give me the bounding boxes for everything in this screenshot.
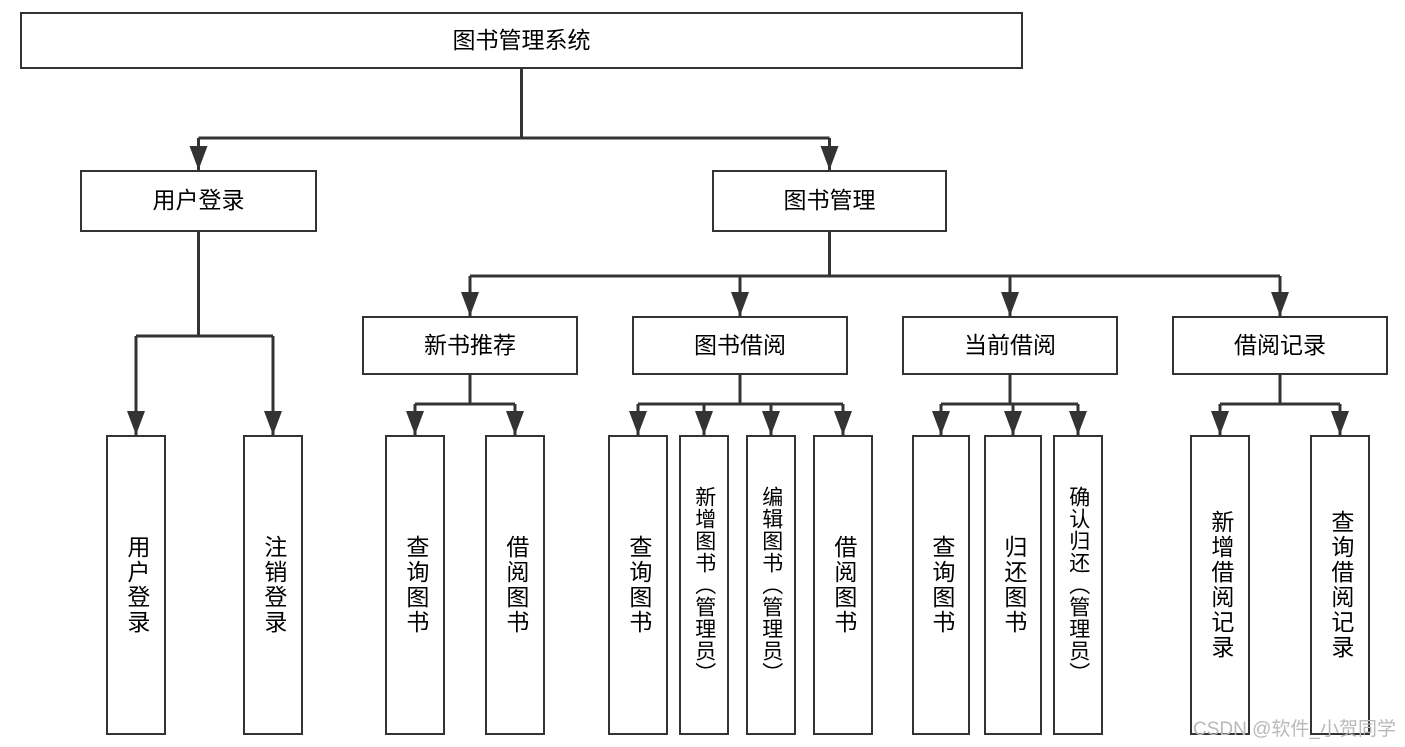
connector-arrowhead <box>1271 292 1289 316</box>
connector-arrowhead <box>820 146 839 170</box>
node-label: 新书推荐 <box>424 331 516 358</box>
node-leaf-logout[interactable]: 注销登录 <box>243 435 303 735</box>
node-label: 当前借阅 <box>964 331 1056 358</box>
connector-arrowhead <box>1004 411 1022 435</box>
connector-arrowhead <box>506 411 524 435</box>
node-leaf-user-login[interactable]: 用户登录 <box>106 435 166 735</box>
node-new-book-rec[interactable]: 新书推荐 <box>362 316 578 375</box>
node-label: 用户登录 <box>152 187 245 214</box>
connector-arrowhead <box>695 411 713 435</box>
node-label: 图书借阅 <box>694 331 786 358</box>
node-label: 借阅图书 <box>502 535 529 635</box>
node-label: 查询图书 <box>402 535 429 635</box>
node-label: 查询借阅记录 <box>1327 510 1354 660</box>
connector-arrowhead <box>932 411 950 435</box>
node-leaf-edit-book[interactable]: 编辑图书（管理员） <box>746 435 796 735</box>
node-leaf-add-record[interactable]: 新增借阅记录 <box>1190 435 1250 735</box>
connector-arrowhead <box>1069 411 1087 435</box>
node-leaf-borrow-book-2[interactable]: 借阅图书 <box>813 435 873 735</box>
node-leaf-add-book[interactable]: 新增图书（管理员） <box>679 435 729 735</box>
node-label: 确认归还（管理员） <box>1066 486 1090 684</box>
connector-arrowhead <box>127 411 145 435</box>
node-label: 新增借阅记录 <box>1207 510 1234 660</box>
node-leaf-confirm-return[interactable]: 确认归还（管理员） <box>1053 435 1103 735</box>
node-book-manage[interactable]: 图书管理 <box>712 170 947 232</box>
connector-arrowhead <box>629 411 647 435</box>
node-borrow-record[interactable]: 借阅记录 <box>1172 316 1388 375</box>
node-label: 查询图书 <box>928 535 955 635</box>
node-label: 借阅记录 <box>1234 331 1326 358</box>
node-label: 用户登录 <box>123 535 150 635</box>
node-label: 编辑图书（管理员） <box>759 486 783 684</box>
node-label: 图书管理系统 <box>452 26 591 53</box>
connector-arrowhead <box>731 292 749 316</box>
node-leaf-query-book-2[interactable]: 查询图书 <box>608 435 668 735</box>
node-root[interactable]: 图书管理系统 <box>20 12 1023 69</box>
node-leaf-query-book-1[interactable]: 查询图书 <box>385 435 445 735</box>
node-label: 查询图书 <box>625 535 652 635</box>
node-leaf-return-book[interactable]: 归还图书 <box>984 435 1042 735</box>
node-label: 借阅图书 <box>830 535 857 635</box>
node-label: 新增图书（管理员） <box>692 486 716 684</box>
node-book-borrow[interactable]: 图书借阅 <box>632 316 848 375</box>
connector-arrowhead <box>762 411 780 435</box>
node-user-login[interactable]: 用户登录 <box>80 170 317 232</box>
connector-arrowhead <box>406 411 424 435</box>
node-leaf-borrow-book-1[interactable]: 借阅图书 <box>485 435 545 735</box>
node-label: 注销登录 <box>260 535 287 635</box>
node-leaf-query-book-3[interactable]: 查询图书 <box>912 435 970 735</box>
connector-arrowhead <box>1001 292 1019 316</box>
connector-arrowhead <box>189 146 208 170</box>
node-leaf-query-record[interactable]: 查询借阅记录 <box>1310 435 1370 735</box>
node-current-borrow[interactable]: 当前借阅 <box>902 316 1118 375</box>
node-label: 图书管理 <box>783 187 876 214</box>
node-label: 归还图书 <box>1000 535 1027 635</box>
connector-arrowhead <box>264 411 282 435</box>
connector-arrowhead <box>1331 411 1349 435</box>
watermark: CSDN @软件_小贺同学 <box>1193 719 1396 740</box>
connector-arrowhead <box>1211 411 1229 435</box>
connector-arrowhead <box>834 411 852 435</box>
connector-arrowhead <box>461 292 479 316</box>
